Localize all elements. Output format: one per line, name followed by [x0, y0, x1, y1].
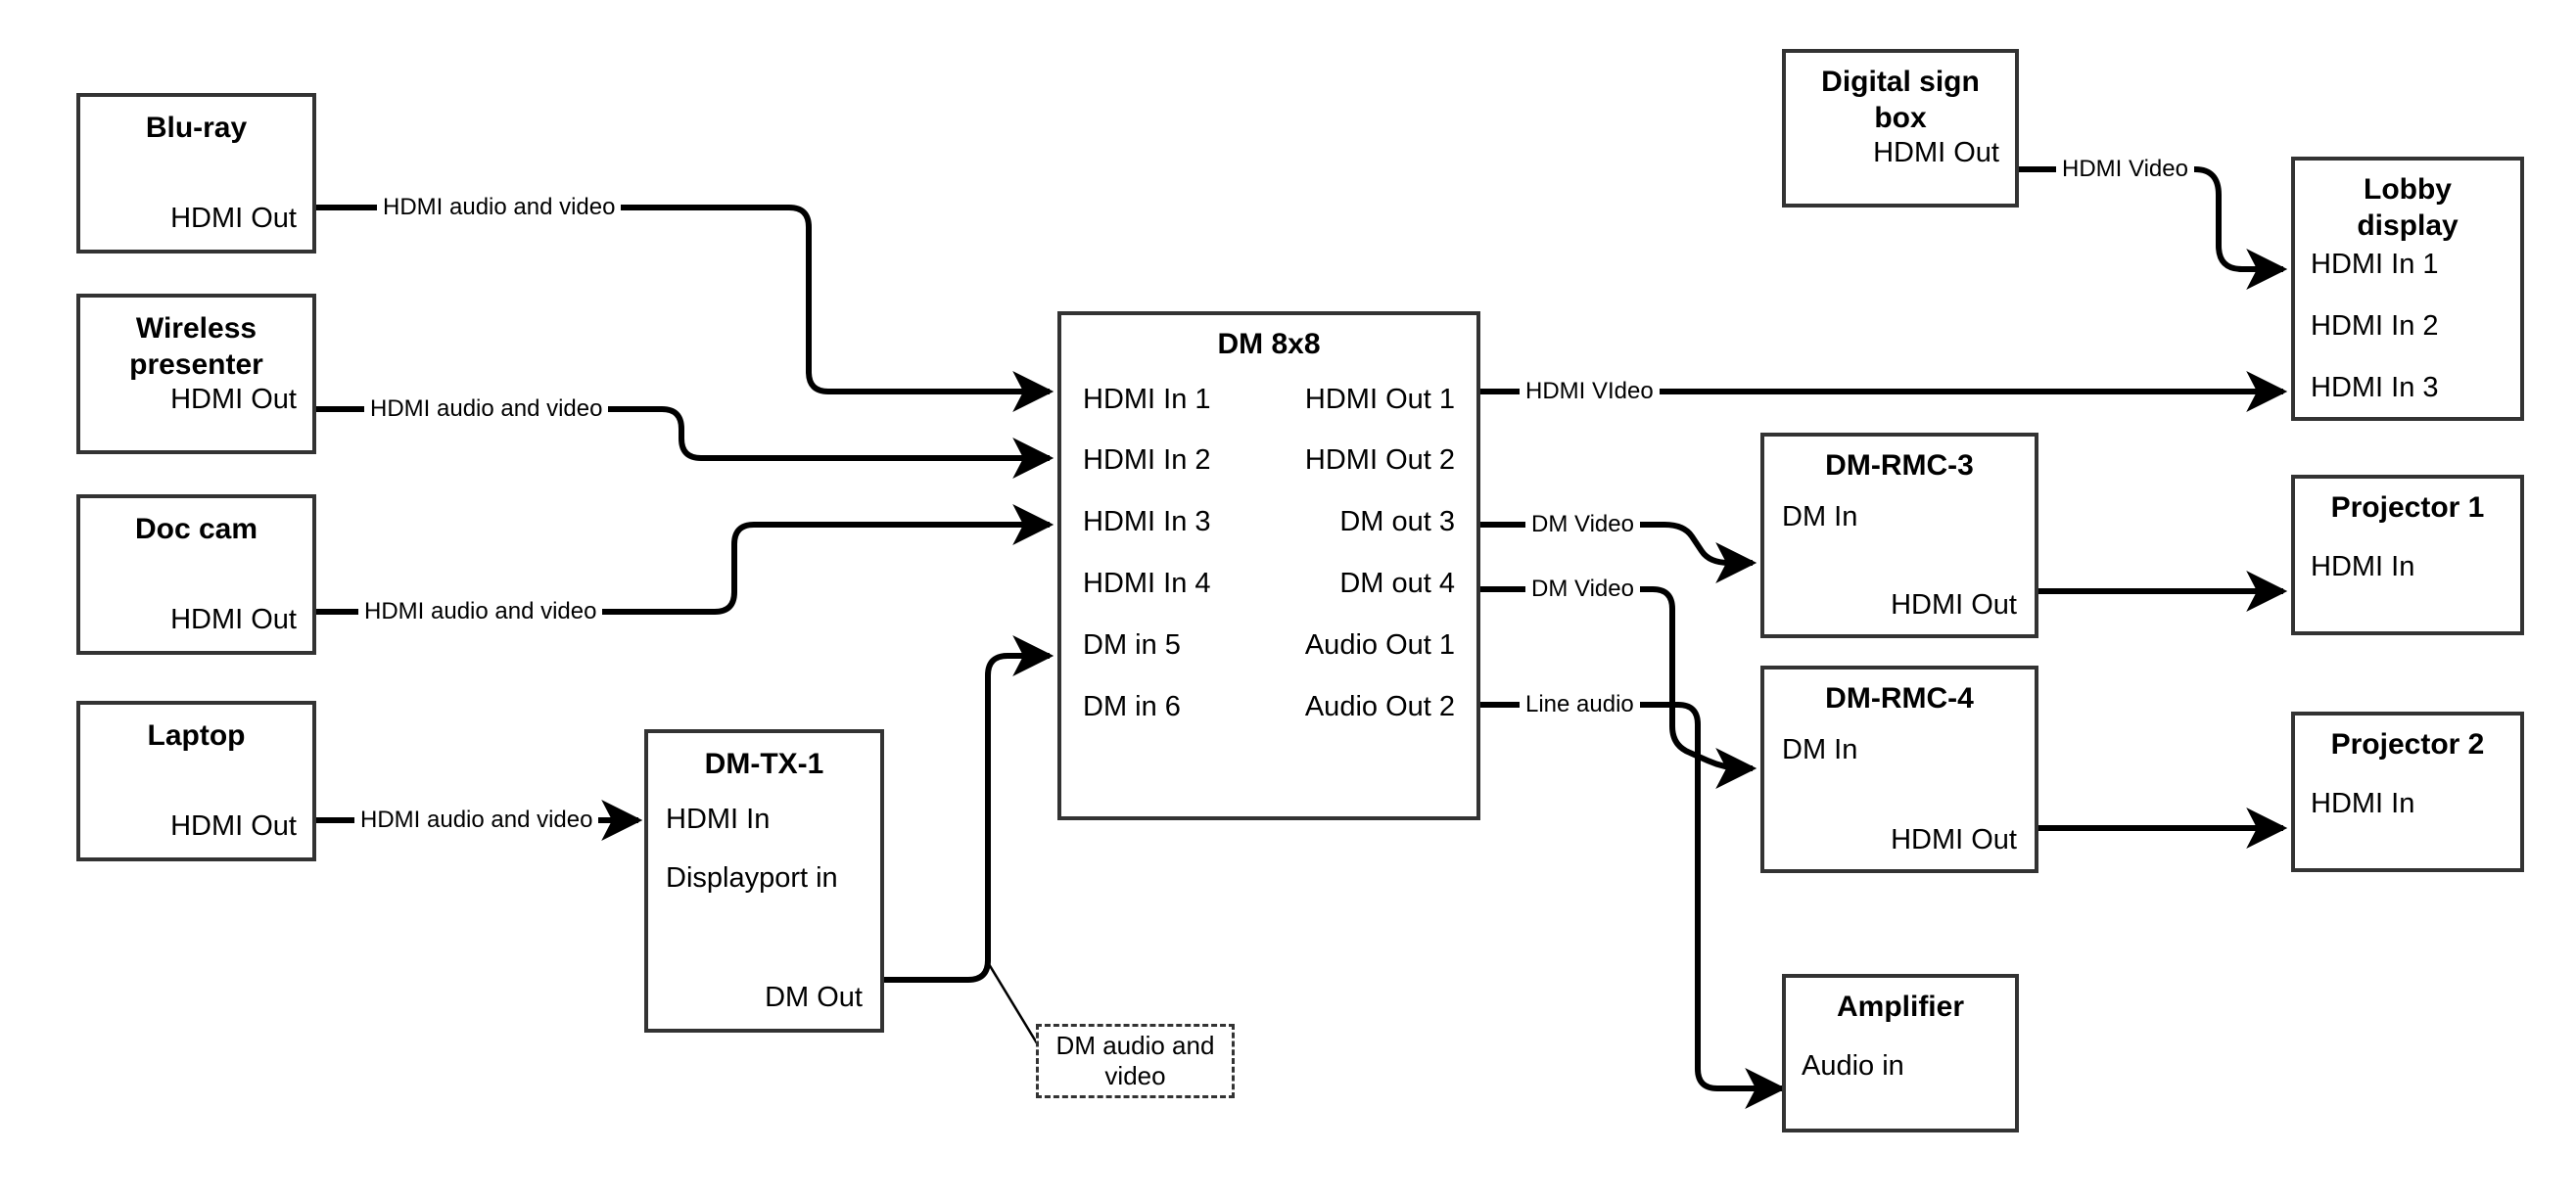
node-dm-tx-1-title: DM-TX-1: [704, 748, 824, 780]
port-dm8x8-audio-out-1[interactable]: Audio Out 1: [1304, 628, 1455, 661]
wire-label-doccam: HDMI audio and video: [358, 598, 603, 625]
wire-signbox-to-lobby: [2019, 166, 2288, 290]
node-lobby-display-title: Lobby display: [2357, 173, 2459, 242]
port-lobby-hdmi-in-2[interactable]: HDMI In 2: [2311, 309, 2439, 342]
node-wireless-presenter-title: Wireless presenter: [129, 312, 263, 381]
wire-bluray-to-dm8x8: [316, 205, 1054, 412]
node-dm-rmc-3[interactable]: DM-RMC-3 DM In HDMI Out: [1760, 433, 2038, 638]
wire-label-signbox: HDMI Video: [2056, 156, 2194, 183]
wire-dm8x8-to-amplifier: [1480, 702, 1787, 1109]
port-dmtx1-dm-out[interactable]: DM Out: [765, 982, 863, 1014]
port-dmrmc3-hdmi-out[interactable]: HDMI Out: [1891, 589, 2017, 622]
wire-dm8x8-to-dmrmc4: [1480, 586, 1757, 789]
node-amplifier-title: Amplifier: [1836, 991, 1965, 1023]
wire-label-dm-rmc4: DM Video: [1525, 576, 1640, 603]
wire-label-laptop: HDMI audio and video: [354, 807, 599, 834]
port-dmtx1-displayport-in[interactable]: Displayport in: [666, 862, 838, 895]
port-dmrmc4-dm-in[interactable]: DM In: [1782, 733, 1858, 765]
node-wireless-presenter[interactable]: Wireless presenter HDMI Out: [76, 294, 316, 454]
port-dmrmc3-dm-in[interactable]: DM In: [1782, 500, 1858, 532]
port-amplifier-audio-in[interactable]: Audio in: [1802, 1049, 1904, 1082]
port-dm8x8-dm-out-3[interactable]: DM out 3: [1339, 506, 1455, 538]
node-amplifier[interactable]: Amplifier Audio in: [1782, 974, 2019, 1132]
port-dm8x8-dm-in-6[interactable]: DM in 6: [1083, 690, 1181, 722]
node-lobby-display[interactable]: Lobby display HDMI In 1 HDMI In 2 HDMI I…: [2291, 157, 2524, 421]
node-projector-2-title: Projector 2: [2330, 728, 2485, 761]
port-projector1-hdmi-in[interactable]: HDMI In: [2311, 550, 2415, 582]
node-projector-2[interactable]: Projector 2 HDMI In: [2291, 712, 2524, 872]
node-digital-sign-box[interactable]: Digital sign box HDMI Out: [1782, 49, 2019, 208]
port-dm8x8-hdmi-out-2[interactable]: HDMI Out 2: [1304, 444, 1455, 477]
node-dm-8x8-title: DM 8x8: [1217, 328, 1321, 360]
node-dm-rmc-4-title: DM-RMC-4: [1825, 682, 1974, 715]
port-dm8x8-hdmi-in-2[interactable]: HDMI In 2: [1083, 444, 1211, 477]
wire-label-dm-amplifier: Line audio: [1520, 691, 1640, 718]
wire-label-wireless: HDMI audio and video: [364, 395, 609, 423]
wire-label-dm-lobby: HDMI VIdeo: [1520, 378, 1660, 405]
wire-label-dm-rmc3: DM Video: [1525, 511, 1640, 538]
node-bluray[interactable]: Blu-ray HDMI Out: [76, 93, 316, 254]
node-projector-1-title: Projector 1: [2330, 491, 2485, 524]
node-bluray-title: Blu-ray: [145, 112, 248, 144]
node-laptop-title: Laptop: [147, 719, 246, 752]
port-bluray-hdmi-out[interactable]: HDMI Out: [170, 203, 297, 235]
port-dm8x8-hdmi-in-1[interactable]: HDMI In 1: [1083, 383, 1211, 415]
port-dm8x8-dm-out-4[interactable]: DM out 4: [1339, 567, 1455, 599]
port-dm8x8-hdmi-in-3[interactable]: HDMI In 3: [1083, 506, 1211, 538]
node-doc-cam-title: Doc cam: [134, 513, 258, 545]
node-dm-8x8[interactable]: DM 8x8 HDMI In 1 HDMI Out 1 HDMI In 2 HD…: [1057, 311, 1480, 820]
node-dm-tx-1[interactable]: DM-TX-1 HDMI In Displayport in DM Out: [644, 729, 884, 1033]
wire-dmtx1-to-dm8x8: [884, 635, 1054, 983]
port-dmrmc4-hdmi-out[interactable]: HDMI Out: [1891, 824, 2017, 856]
port-wireless-hdmi-out[interactable]: HDMI Out: [170, 384, 297, 416]
port-dm8x8-dm-in-5[interactable]: DM in 5: [1083, 628, 1181, 661]
node-dm-rmc-3-title: DM-RMC-3: [1825, 449, 1974, 482]
callout-dm-audio-video-note: DM audio and video: [1036, 1024, 1235, 1098]
port-dm8x8-audio-out-2[interactable]: Audio Out 2: [1304, 690, 1455, 722]
node-laptop[interactable]: Laptop HDMI Out: [76, 701, 316, 861]
port-lobby-hdmi-in-3[interactable]: HDMI In 3: [2311, 371, 2439, 403]
leader-line-dm-note: [987, 963, 1044, 1052]
port-doccam-hdmi-out[interactable]: HDMI Out: [170, 604, 297, 636]
port-projector2-hdmi-in[interactable]: HDMI In: [2311, 787, 2415, 819]
node-digital-sign-box-title: Digital sign box: [1821, 66, 1980, 134]
port-dm8x8-hdmi-out-1[interactable]: HDMI Out 1: [1304, 383, 1455, 415]
port-dm8x8-hdmi-in-4[interactable]: HDMI In 4: [1083, 567, 1211, 599]
wire-label-bluray: HDMI audio and video: [377, 194, 622, 221]
node-doc-cam[interactable]: Doc cam HDMI Out: [76, 494, 316, 655]
port-signbox-hdmi-out[interactable]: HDMI Out: [1873, 137, 1999, 169]
port-lobby-hdmi-in-1[interactable]: HDMI In 1: [2311, 249, 2439, 281]
node-projector-1[interactable]: Projector 1 HDMI In: [2291, 475, 2524, 635]
port-dmtx1-hdmi-in[interactable]: HDMI In: [666, 803, 771, 835]
port-laptop-hdmi-out[interactable]: HDMI Out: [170, 810, 297, 843]
node-dm-rmc-4[interactable]: DM-RMC-4 DM In HDMI Out: [1760, 666, 2038, 873]
